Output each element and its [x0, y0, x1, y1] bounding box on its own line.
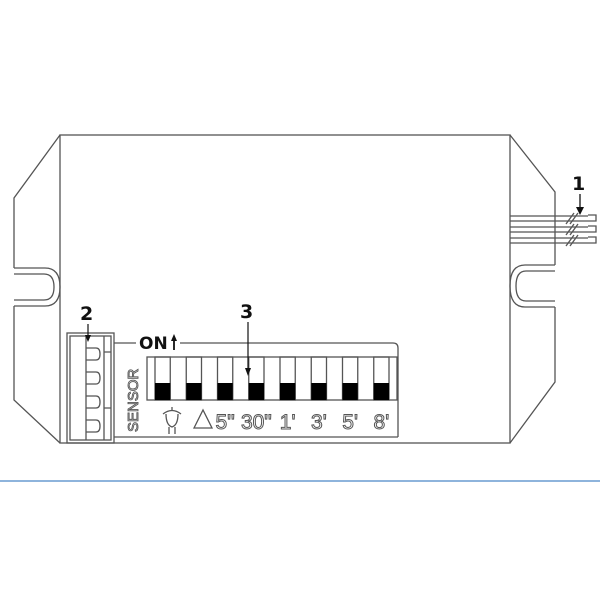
dip-switch-7[interactable] [341, 356, 359, 401]
switch-knob [280, 383, 296, 400]
dip-switch-5[interactable] [279, 356, 296, 401]
left-mounting-slot [14, 267, 61, 307]
callout-1: 1 [572, 173, 585, 195]
switch-label-5: 1' [280, 411, 296, 434]
sensor-terminal [66, 332, 115, 444]
arrow-2-head [85, 335, 91, 342]
on-label: ON [139, 334, 168, 354]
switch-knob [155, 383, 171, 400]
switch-knob [342, 383, 358, 400]
dip-switch-8[interactable] [373, 356, 390, 401]
callout-2: 2 [80, 303, 93, 325]
person-icon [162, 407, 182, 434]
switch-label-6: 3' [311, 411, 327, 434]
switch-knob [217, 383, 233, 400]
arrow-3-head [245, 368, 251, 376]
wires [510, 212, 597, 247]
right-flange [509, 134, 556, 444]
left-flange [13, 134, 61, 444]
switch-knob [186, 383, 202, 400]
dip-switch-1[interactable] [154, 356, 171, 401]
on-arrow-head [171, 334, 177, 341]
switch-label-3: 5" [216, 411, 235, 434]
dip-switch-6[interactable] [310, 356, 328, 401]
right-mounting-slot [509, 264, 555, 308]
switch-knob [311, 383, 327, 400]
switch-label-7: 5' [342, 411, 358, 434]
dip-switch-3[interactable] [216, 356, 234, 401]
switch-knob [373, 383, 389, 400]
dip-switch-2[interactable] [185, 356, 203, 401]
switch-label-4: 30" [241, 411, 272, 434]
triangle-icon [192, 408, 214, 429]
switch-knob [248, 383, 264, 400]
switch-panel [114, 342, 399, 438]
dip-switch-block [146, 356, 398, 401]
sensor-label: SENSOR [125, 368, 142, 432]
arrow-1-head [576, 207, 584, 215]
callout-3: 3 [240, 301, 253, 323]
dip-switch-4[interactable] [248, 356, 265, 401]
switch-label-8: 8' [374, 411, 390, 434]
